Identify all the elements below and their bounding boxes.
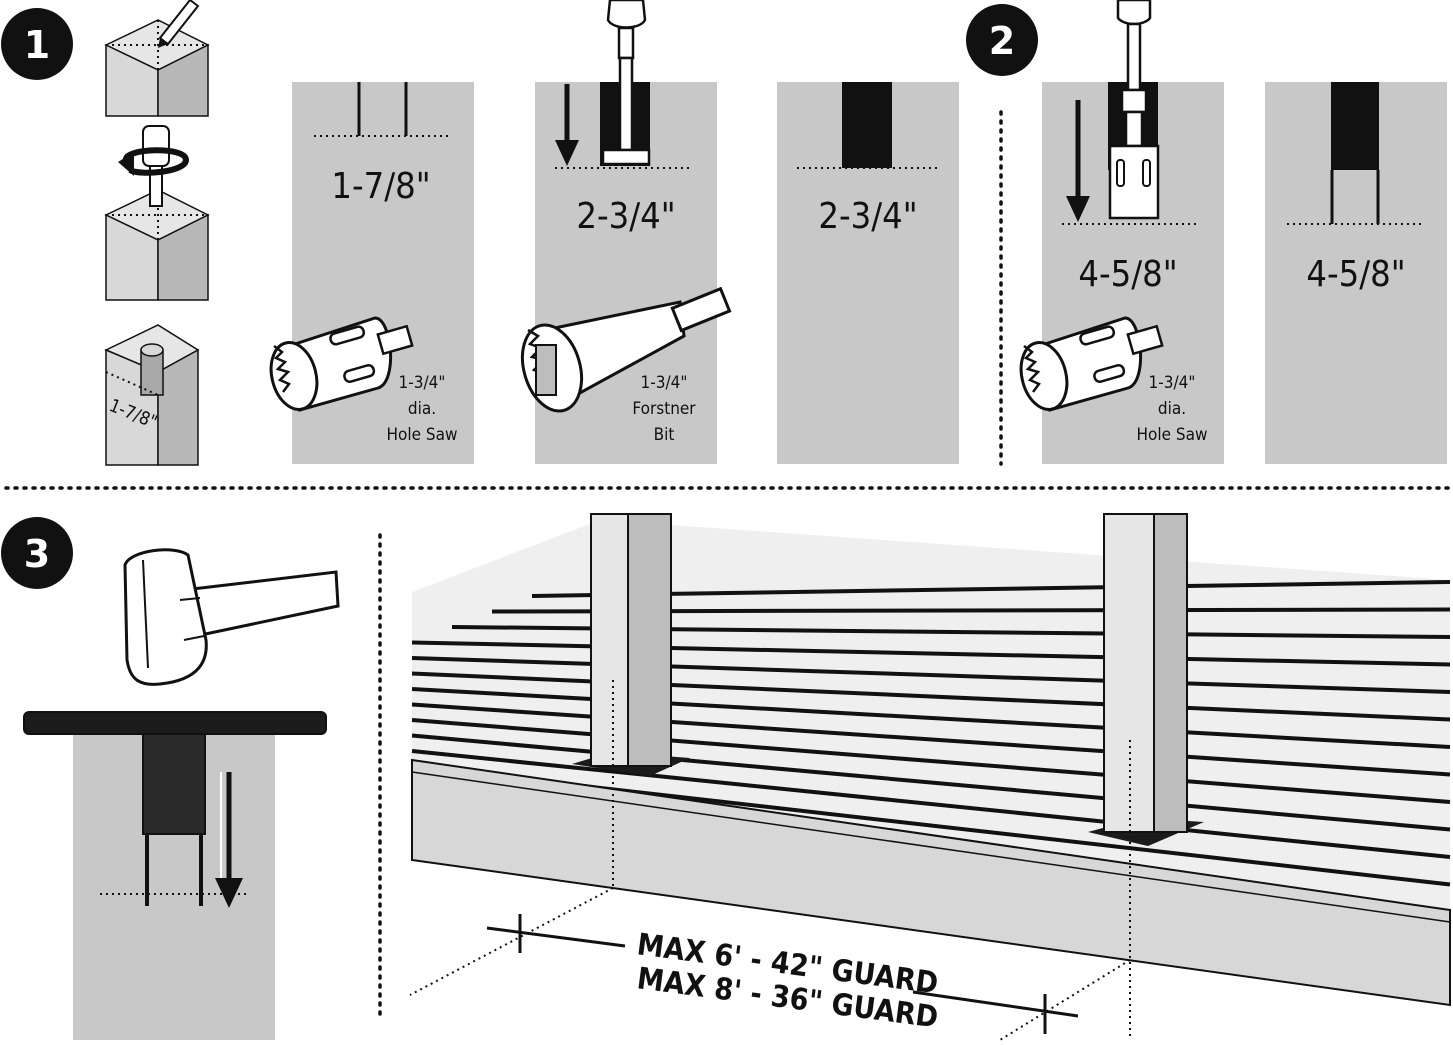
step-2-number: 2 — [989, 19, 1015, 63]
depth-label-c: 2-3/4" — [818, 196, 917, 237]
step-3-badge: 3 — [1, 517, 73, 589]
hole-saw-icon-1: 1-3/4" dia. Hole Saw — [269, 316, 458, 445]
down-arrow-icon — [1066, 100, 1090, 222]
panel-a: 1-7/8" — [292, 82, 474, 464]
deck-board-groove — [531, 580, 1451, 598]
forstner-type: Bit — [654, 425, 675, 445]
hole-saw-2-name: Hole Saw — [1137, 425, 1208, 445]
drill-icon — [601, 0, 651, 166]
down-arrow-icon — [555, 84, 579, 166]
post-drill-center — [104, 125, 210, 301]
post-top-marking — [104, 0, 210, 117]
deck-board-groove — [411, 656, 1451, 694]
down-arrow-icon — [215, 772, 243, 908]
hole-saw-2-size: 1-3/4" — [1149, 373, 1196, 393]
deck-board-groove — [411, 671, 1451, 722]
sledgehammer-icon — [123, 548, 340, 686]
step-1-badge: 1 — [1, 8, 73, 80]
drill-bit-icon — [142, 125, 170, 207]
hole-saw-2-dia: dia. — [1158, 399, 1186, 419]
forstner-bit-icon: 1-3/4" Forstner Bit — [520, 286, 732, 445]
hole-saw-drill-icon — [1108, 0, 1160, 220]
panel-e: 4-5/8" — [1265, 82, 1447, 464]
hole-saw-1-dia: dia. — [408, 399, 436, 419]
post-left — [572, 513, 690, 776]
rotation-arrow-icon — [118, 147, 190, 176]
hole-saw-icon-2: 1-3/4" dia. Hole Saw — [1019, 316, 1208, 445]
panel-c: 2-3/4" — [777, 82, 959, 464]
deck-board-groove — [411, 687, 1451, 749]
deck-board-groove — [411, 702, 1451, 777]
hole-saw-1-name: Hole Saw — [387, 425, 458, 445]
depth-label-d: 4-5/8" — [1078, 254, 1177, 295]
deck-board-groove — [411, 749, 1451, 859]
bore-cylinder-icon — [140, 343, 164, 396]
dimension-line — [486, 914, 1079, 1034]
forstner-name: Forstner — [632, 399, 696, 419]
deck-illustration: MAX 6' - 42" GUARD MAX 8' - 36" GUARD — [409, 513, 1451, 1041]
step-2-badge: 2 — [966, 4, 1038, 76]
deck-board-groove — [411, 733, 1451, 832]
depth-label-b: 2-3/4" — [576, 196, 675, 237]
step-1-number: 1 — [24, 23, 50, 67]
deck-board-groove — [411, 640, 1451, 667]
depth-label-e: 4-5/8" — [1306, 254, 1405, 295]
post-depth-mark: 1-7/8" — [104, 324, 200, 466]
post-section-mount — [23, 711, 327, 1040]
pencil-icon — [158, 0, 200, 48]
hole-saw-1-size: 1-3/4" — [399, 373, 446, 393]
post-right — [1088, 513, 1204, 846]
step-3-number: 3 — [24, 532, 50, 576]
forstner-size: 1-3/4" — [641, 373, 688, 393]
depth-label-a: 1-7/8" — [331, 166, 430, 207]
deck-board-groove — [411, 718, 1451, 804]
